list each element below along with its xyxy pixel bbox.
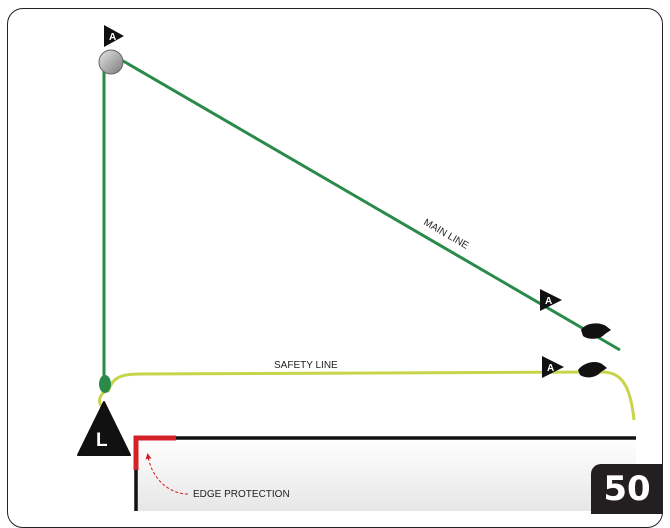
edge-protection-pad — [133, 435, 176, 470]
hand-safety-line-icon — [578, 362, 607, 378]
load-marker-label: L — [96, 430, 108, 451]
load-marker: L — [77, 401, 131, 456]
hand-main-line-icon — [581, 323, 611, 339]
pulley-icon — [98, 49, 124, 75]
rope-system-diagram: A A A L EDGE PROTECTION SAFETY LINE MAIN… — [77, 25, 636, 511]
edge-protection-label: EDGE PROTECTION — [193, 489, 290, 500]
anchor-marker-main-line: A — [540, 289, 562, 311]
building-roof — [136, 438, 636, 511]
safety-line — [106, 370, 636, 421]
knot — [99, 375, 111, 393]
safety-line-label: SAFETY LINE — [274, 360, 338, 371]
main-line-label: MAIN LINE — [421, 217, 470, 252]
page-number-badge: 50 — [591, 464, 663, 514]
main-line — [117, 56, 621, 352]
anchor-marker-label: A — [545, 296, 552, 307]
anchor-marker-top: A — [104, 25, 124, 47]
anchor-marker-label: A — [547, 363, 554, 374]
edge-protection-callout-arrow — [145, 453, 189, 495]
anchor-marker-label: A — [109, 32, 116, 43]
anchor-marker-safety-line: A — [542, 356, 564, 378]
